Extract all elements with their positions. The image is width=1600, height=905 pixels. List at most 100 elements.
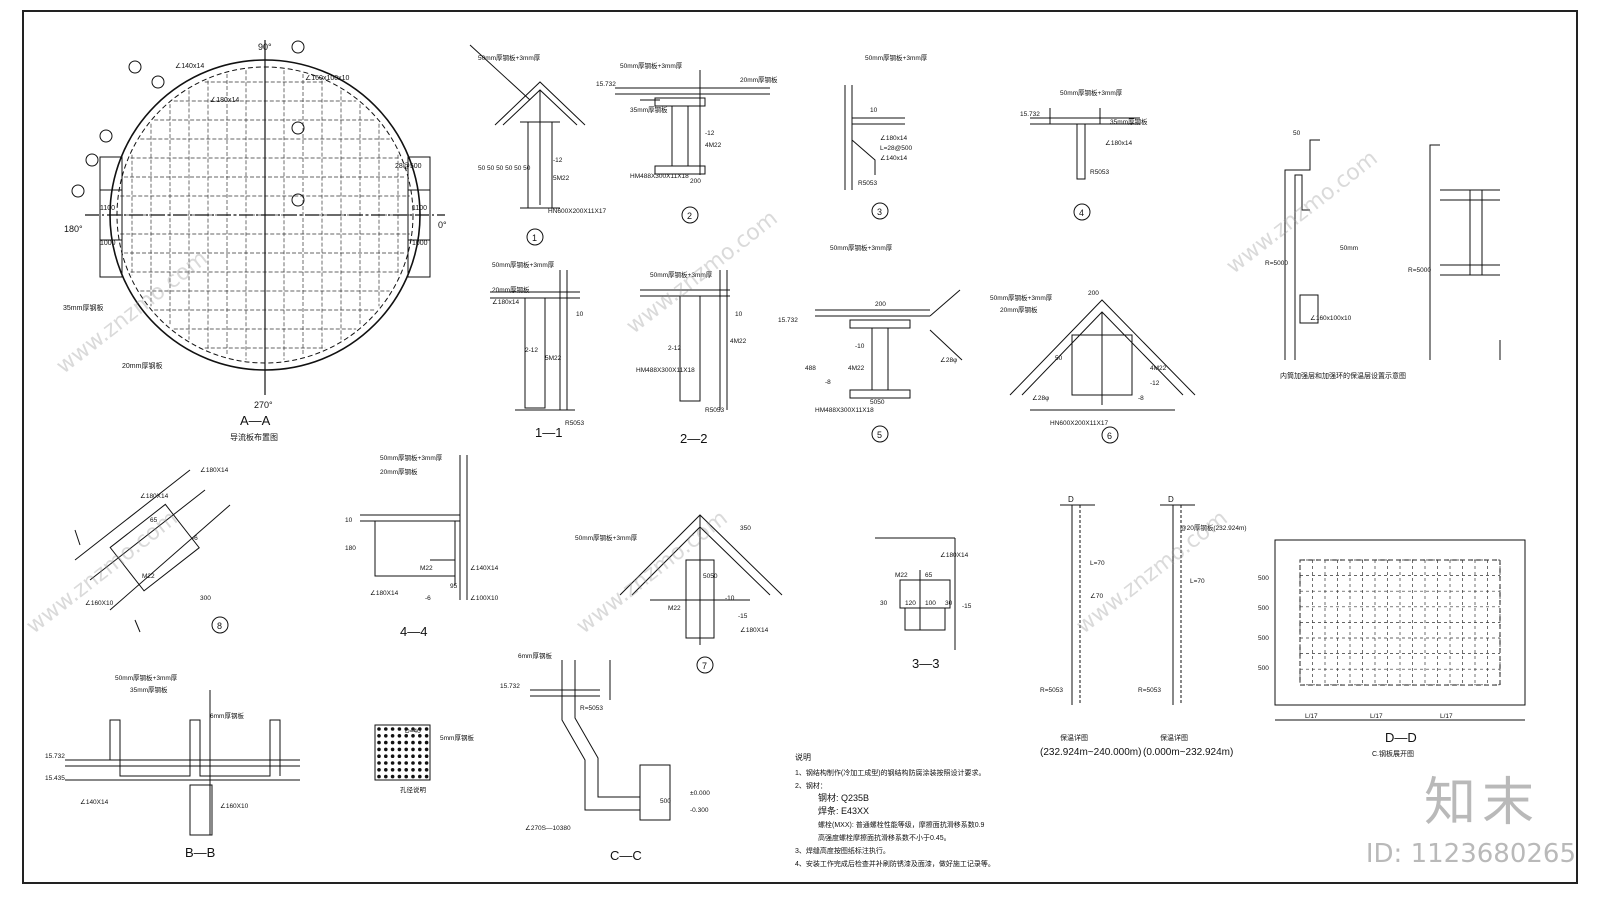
detail-7-label: 350 <box>740 525 751 532</box>
section-4-4-label: M22 <box>420 565 433 572</box>
section-d-d-label: 500 <box>1258 635 1269 642</box>
section-4-4-label: 95 <box>450 583 458 590</box>
detail-4-number: 4 <box>1079 208 1084 218</box>
section-3-3-label: 65 <box>925 572 933 579</box>
detail-7-label: M22 <box>668 605 681 612</box>
section-2-2-label: 10 <box>735 311 743 318</box>
detail-3-label: ∠180x14 <box>880 134 908 142</box>
elevation-1-label: D <box>1068 495 1074 504</box>
plate-label: D=40 <box>405 728 421 735</box>
detail-1-label: 50 50 50 50 50 50 <box>478 165 531 172</box>
detail-3-label: 50mm厚钢板+3mm厚 <box>865 53 928 62</box>
section-4-4-drawing <box>360 455 468 600</box>
plan-label: 1100 <box>100 205 115 212</box>
section-2-2-drawing <box>640 270 730 410</box>
section-1-1-label: 10 <box>576 311 584 318</box>
insulation-label: R=5000 <box>1265 260 1288 267</box>
detail-5-label: HM488X300X11X18 <box>815 407 874 414</box>
plan-label: ∠160x100x10 <box>305 74 350 82</box>
section-2-2-label: 2-12 <box>668 345 681 352</box>
section-b-b-label: ∠160X10 <box>220 802 249 810</box>
section-4-4-title: 4—4 <box>400 624 427 639</box>
plan-label: 1100 <box>412 205 427 212</box>
detail-2-label: 200 <box>690 178 701 185</box>
note-line: 螺栓(MXX): 普通螺栓性能等级，摩擦面抗滑移系数0.9 <box>818 820 985 829</box>
detail-1-label: HN600X200X11X17 <box>548 208 606 215</box>
plan-label: ∠180x14 <box>210 96 239 104</box>
elevation-2-range: (0.000m~232.924m) <box>1143 747 1233 758</box>
detail-6-label: 200 <box>1088 290 1099 297</box>
detail-5-label: 200 <box>875 301 886 308</box>
detail-2-label: 15.732 <box>596 81 616 88</box>
section-3-3-label: 100 <box>925 600 936 607</box>
detail-1-drawing <box>469 44 586 209</box>
section-b-b-label: 15.435 <box>45 775 65 782</box>
detail-2-label: 35mm厚钢板 <box>630 105 668 114</box>
detail-8-label: -6 <box>192 535 198 542</box>
plan-section-title: A—A <box>240 413 271 428</box>
section-c-c-drawing <box>530 660 671 821</box>
detail-8-label: ∠180X14 <box>140 492 169 500</box>
section-3-3-label: 30 <box>880 600 888 607</box>
section-1-1-label: ∠180x14 <box>492 298 520 306</box>
drawing-frame <box>22 10 1578 884</box>
note-line: 高强度螺栓摩擦面抗滑移系数不小于0.45。 <box>818 833 951 842</box>
detail-8-label: 65 <box>150 517 158 524</box>
detail-4-drawing <box>1030 108 1140 180</box>
detail-3-label: ∠140x14 <box>880 154 908 162</box>
note-line: 3、焊缝高度按图纸标注执行。 <box>795 846 890 855</box>
section-c-c-label: ∠270S—10380 <box>525 824 571 832</box>
plan-angle-180: 180° <box>64 224 83 234</box>
elevation-2-label: D <box>1168 495 1174 504</box>
detail-6-label: 50 <box>1055 355 1063 362</box>
detail-8-number: 8 <box>217 621 222 631</box>
section-2-2-title: 2—2 <box>680 431 707 446</box>
detail-5-drawing <box>815 289 963 399</box>
section-b-b-label: 6mm厚钢板 <box>210 711 244 720</box>
plan-view <box>71 40 445 395</box>
section-2-2-label: R5053 <box>705 407 725 414</box>
elevation-2-label: L=70 <box>1190 578 1205 585</box>
section-d-d-label: L/17 <box>1440 713 1453 720</box>
section-3-3-label: 30 <box>945 600 953 607</box>
insulation-schematic-drawing <box>1284 139 1501 360</box>
detail-5-label: 488 <box>805 365 816 372</box>
detail-1-number: 1 <box>532 233 537 243</box>
detail-7-marker <box>696 656 714 674</box>
section-1-1-label: 2-12 <box>525 347 538 354</box>
detail-6-label: 20mm厚钢板 <box>1000 305 1038 314</box>
detail-2-label: -12 <box>705 130 715 137</box>
detail-2-label: 4M22 <box>705 142 722 149</box>
section-2-2-label: 50mm厚钢板+3mm厚 <box>650 270 713 279</box>
note-line: 钢材: Q235B <box>818 792 869 803</box>
section-2-2-label: HM488X300X11X18 <box>636 367 695 374</box>
section-1-1-label: 20mm厚钢板 <box>492 285 530 294</box>
section-d-d-caption: C.钢板展开图 <box>1372 749 1414 758</box>
section-3-3-label: -15 <box>962 603 972 610</box>
elevation-1-range: (232.924m~240.000m) <box>1040 747 1141 758</box>
detail-7-label: -10 <box>725 595 735 602</box>
section-3-3-label: ∠180X14 <box>940 551 969 559</box>
plan-label: 1000 <box>100 240 116 247</box>
drawing-id: ID: 1123680265 <box>1365 839 1576 869</box>
section-c-c-label: 500 <box>660 798 671 805</box>
section-4-4-label: 180 <box>345 545 356 552</box>
note-line: 焊条: E43XX <box>818 805 869 816</box>
note-line: 4、安装工作完成后检查并补刷防锈漆及面漆，做好施工记录等。 <box>795 859 995 868</box>
detail-6-label: 50mm厚钢板+3mm厚 <box>990 293 1053 302</box>
section-4-4-label: 20mm厚钢板 <box>380 467 418 476</box>
section-b-b-label: 15.732 <box>45 753 65 760</box>
detail-3-marker <box>871 202 889 220</box>
section-d-d-label: L/17 <box>1305 713 1318 720</box>
plan-angle-0: 0° <box>438 220 447 230</box>
detail-3-drawing <box>844 85 905 190</box>
detail-7-label: 5050 <box>703 573 718 580</box>
section-c-c-label: 6mm厚钢板 <box>518 651 552 660</box>
section-3-3-title: 3—3 <box>912 656 939 671</box>
detail-1-marker <box>526 228 544 246</box>
elevation-1-label: ∠70 <box>1090 592 1103 600</box>
detail-6-marker <box>1101 426 1119 444</box>
insulation-title: 内筒加强层和加强环的保温层设置示意图 <box>1280 371 1406 380</box>
plan-label: 1000 <box>412 240 428 247</box>
section-b-b-title: B—B <box>185 845 215 860</box>
